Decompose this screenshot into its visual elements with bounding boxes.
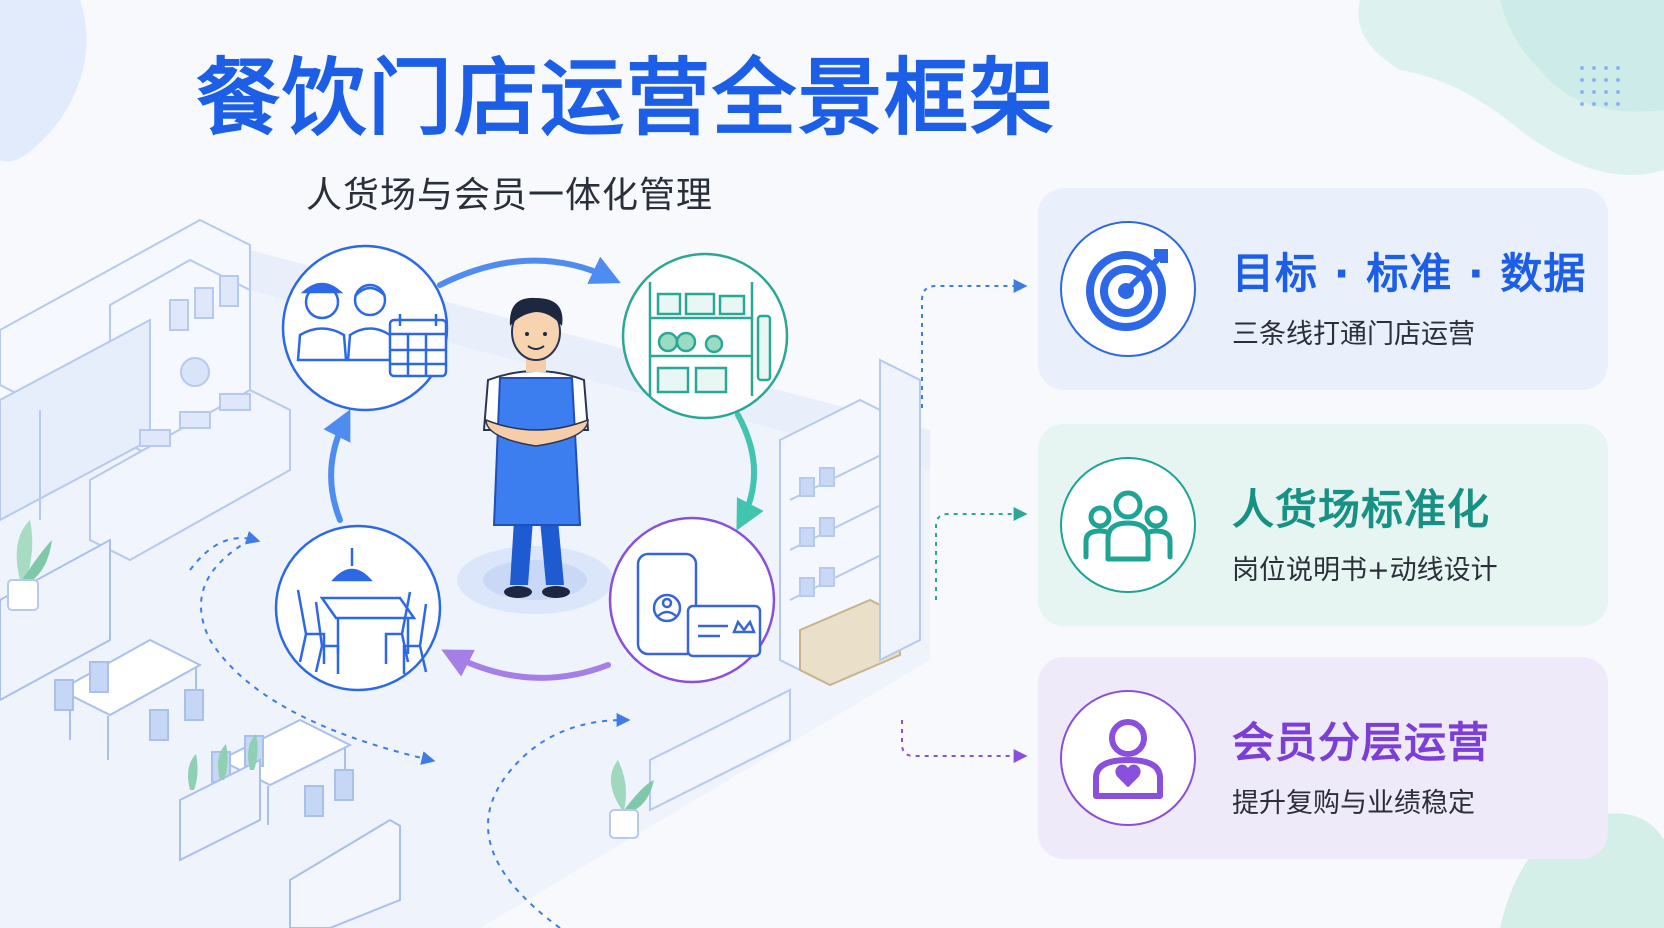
pillar-card-standardization: 人货场标准化 岗位说明书+动线设计	[1038, 424, 1608, 626]
store-shelf-area	[649, 358, 921, 812]
pillar-badge	[1060, 457, 1196, 593]
cycle-node-member	[608, 516, 776, 684]
member-heart-icon	[1093, 719, 1163, 799]
dining-table-icon	[296, 548, 428, 674]
plant-box-icon	[188, 734, 258, 790]
cycle-node-goods	[621, 252, 789, 420]
pillar-desc: 三条线打通门店运营	[1232, 319, 1475, 350]
pillar-badge	[1060, 690, 1196, 826]
page-title: 餐饮门店运营全景框架	[196, 49, 1057, 147]
pillar-badge	[1060, 221, 1196, 357]
staff-schedule-icon	[296, 282, 448, 378]
card-connectors	[901, 279, 1028, 763]
manager-figure-icon	[457, 297, 613, 614]
pillar-desc: 岗位说明书+动线设计	[1232, 555, 1498, 586]
pillar-card-membership: 会员分层运营 提升复购与业绩稳定	[1038, 657, 1608, 859]
pillar-desc: 提升复购与业绩稳定	[1232, 788, 1475, 819]
phone-member-card-icon	[636, 552, 762, 658]
page-subtitle: 人货场与会员一体化管理	[306, 175, 714, 216]
pillar-title: 人货场标准化	[1232, 485, 1491, 534]
target-icon	[1086, 249, 1168, 331]
decor-dot-grid	[1580, 66, 1620, 106]
cycle-node-staff	[281, 244, 449, 412]
storage-shelf-icon	[648, 282, 772, 396]
pillar-card-targets: 目标 · 标准 · 数据 三条线打通门店运营	[1038, 188, 1608, 390]
flow-paths	[189, 530, 631, 928]
cycle-arrows	[323, 256, 764, 681]
plant-left-icon	[7, 520, 52, 611]
pillar-title: 目标 · 标准 · 数据	[1232, 249, 1587, 298]
cycle-node-venue	[274, 524, 442, 692]
plant-center-icon	[609, 760, 654, 839]
kitchen-area	[0, 218, 291, 562]
pillar-title: 会员分层运营	[1232, 718, 1491, 767]
team-icon	[1083, 490, 1173, 562]
